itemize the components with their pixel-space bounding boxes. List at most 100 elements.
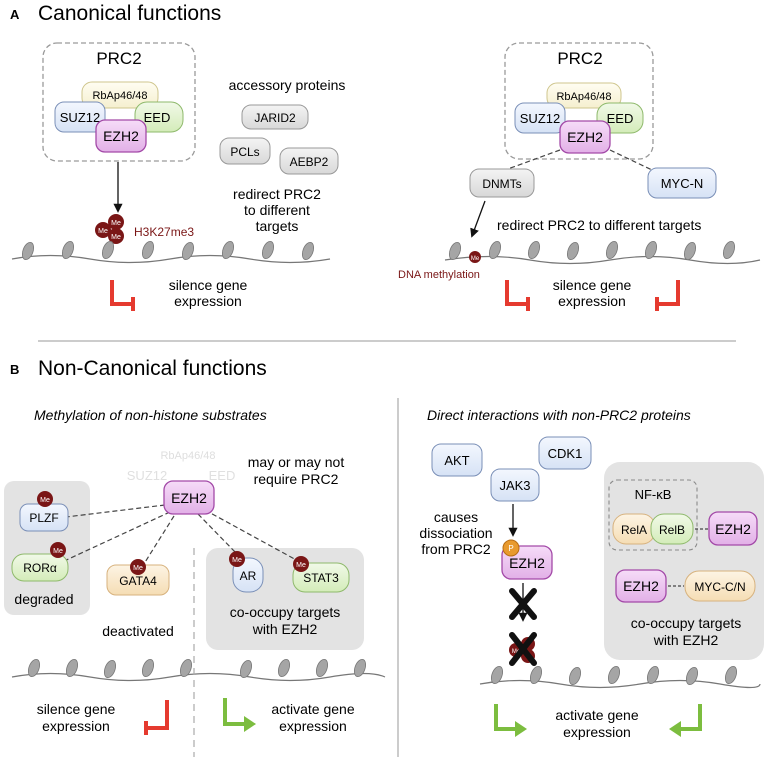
rora-me-mark	[50, 542, 66, 558]
dna-strand-b-right	[479, 679, 761, 689]
block-cross-1	[509, 588, 537, 620]
redirect-text-line1: redirect PRC2	[233, 186, 321, 202]
jak3-label: JAK3	[499, 478, 530, 493]
methyl-mark-1	[95, 222, 111, 238]
accessory-proteins-title: accessory proteins	[229, 77, 346, 93]
nfkb-label: NF-κB	[635, 487, 672, 502]
dnmts-label: DNMTs	[482, 177, 521, 191]
suz12-protein-left	[54, 101, 106, 133]
silence-text-b-2: expression	[42, 718, 110, 734]
suz12-protein-right	[514, 102, 566, 134]
activation-arrow-b-left-head	[244, 716, 256, 732]
link-ezh2-mycn	[609, 149, 653, 171]
dna-strand-b-left	[11, 672, 386, 682]
activation-arrow-b-right-1-head	[515, 721, 527, 737]
ezh2-protein-nfkb	[708, 511, 758, 546]
aebp2-label: AEBP2	[290, 155, 329, 169]
prc2-complex-box-right	[504, 42, 654, 160]
deactivated-label: deactivated	[102, 623, 174, 639]
rela-label: RelA	[621, 523, 647, 537]
subtitle-b-right: Direct interactions with non-PRC2 protei…	[427, 407, 691, 423]
panel-a-title: Canonical functions	[38, 2, 221, 25]
repression-symbol-a-left	[110, 280, 135, 311]
causes-text-1: causes	[434, 509, 478, 525]
gata4-label: GATA4	[119, 574, 157, 588]
rora-protein	[11, 553, 69, 582]
gata4-me-mark	[130, 559, 146, 575]
suz12-faded-label: SUZ12	[127, 468, 167, 483]
aebp2-protein	[279, 147, 339, 175]
dna-strand-a-left	[11, 254, 331, 264]
phospho-mark	[502, 539, 520, 557]
link-ezh2-ar	[197, 513, 239, 556]
rora-label: RORα	[23, 561, 57, 575]
rbap-protein-left	[81, 81, 159, 109]
jarid2-label: JARID2	[254, 111, 296, 125]
plzf-label: PLZF	[29, 511, 58, 525]
activate-text-b-right-2: expression	[563, 724, 631, 740]
akt-label: AKT	[444, 453, 469, 468]
cooccupy-text-right-1: co-occupy targets	[631, 615, 742, 631]
cooccupy-text-left-1: co-occupy targets	[230, 604, 341, 620]
ezh2-label-nfkb: EZH2	[715, 521, 751, 537]
nucleosomes-b-right	[490, 665, 738, 686]
mycn-protein	[647, 167, 717, 199]
nfkb-complex-box	[608, 479, 698, 551]
panel-a-letter: A	[10, 7, 20, 22]
dna-methylation-arrow	[470, 200, 486, 238]
ar-protein	[232, 557, 264, 593]
eed-label-right: EED	[607, 111, 634, 126]
may-require-text-2: require PRC2	[254, 471, 339, 487]
silence-text-a-right-2: expression	[558, 293, 626, 309]
suz12-label-left: SUZ12	[60, 110, 100, 125]
ezh2-protein-myc	[615, 569, 667, 603]
block-cross-2	[509, 632, 537, 666]
ezh2-label-b-right: EZH2	[509, 555, 545, 571]
link-ezh2-rora	[61, 511, 171, 563]
repression-symbol-a-right-2	[655, 280, 680, 311]
ar-me-mark	[229, 551, 245, 567]
ezh2-protein-left	[95, 119, 147, 153]
causes-text-3: from PRC2	[421, 541, 490, 557]
activation-arrow-b-right-2-shaft	[679, 704, 702, 731]
causes-text-2: dissociation	[419, 525, 492, 541]
blocked-me-label: Me	[512, 649, 521, 655]
pcls-label: PCLs	[230, 145, 259, 159]
subtitle-b-left: Methylation of non-histone substrates	[34, 407, 267, 423]
activate-text-b-left-2: expression	[279, 718, 347, 734]
degraded-label: degraded	[14, 591, 73, 607]
activate-text-b-left-1: activate gene	[271, 701, 354, 717]
redirect-text-right: redirect PRC2 to different targets	[497, 217, 701, 233]
prc2-label-right: PRC2	[557, 49, 602, 68]
plzf-me-mark	[37, 491, 53, 507]
rbap-label-right: RbAp46/48	[556, 91, 611, 103]
me-label-2: Me	[111, 220, 121, 227]
activate-text-b-right-1: activate gene	[555, 707, 638, 723]
cdk1-protein	[538, 436, 592, 470]
prc2-complex-box-left	[42, 42, 196, 162]
relb-label: RelB	[659, 523, 685, 537]
nucleosomes-a-left	[21, 240, 315, 261]
ar-me-label: Me	[232, 557, 242, 564]
rora-me-label: Me	[53, 548, 63, 555]
panel-b-letter: B	[10, 362, 19, 377]
eed-label-left: EED	[144, 110, 171, 125]
jarid2-protein	[241, 104, 309, 130]
stat3-me-mark	[293, 556, 309, 572]
rbap-faded-label: RbAp46/48	[160, 450, 215, 462]
jak3-protein	[490, 468, 540, 502]
dna-strand-a-right	[444, 255, 761, 265]
ezh2-label-myc: EZH2	[623, 578, 659, 594]
mycn-label: MYC-N	[661, 176, 704, 191]
silence-text-a-right-1: silence gene	[553, 277, 632, 293]
nucleosomes-b-left	[27, 658, 367, 679]
ezh2-protein-right	[559, 120, 611, 154]
me-label-1: Me	[98, 228, 108, 235]
phospho-label: P	[508, 544, 513, 553]
silence-text-a-left-1: silence gene	[169, 277, 248, 293]
eed-faded-label: EED	[209, 468, 236, 483]
ezh2-protein-b-left	[163, 480, 215, 515]
silence-text-b-1: silence gene	[37, 701, 116, 717]
akt-protein	[431, 443, 483, 477]
